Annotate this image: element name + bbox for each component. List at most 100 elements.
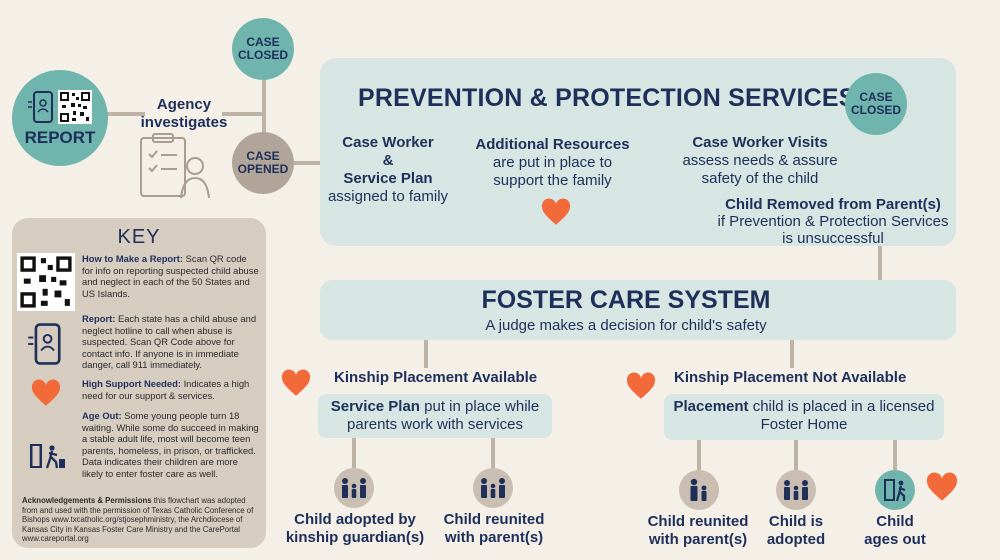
case-closed-right-line2: CLOSED <box>850 103 901 117</box>
key-report-how-bold: How to Make a Report: <box>82 253 184 264</box>
removed-desc-1: if Prevention & Protection Services <box>717 213 949 230</box>
prevention-title: PREVENTION & PROTECTION SERVICES <box>358 84 856 112</box>
key-report-bold: Report: <box>82 313 116 324</box>
key-title: KEY <box>117 226 161 248</box>
connector <box>491 438 495 468</box>
nonkinship-heading: Kinship Placement Not Available <box>674 369 907 386</box>
kinship-box-rest: put in place while <box>419 398 540 415</box>
key-ack-bold: Acknowledgements & Permissions <box>22 496 152 505</box>
resources-desc-1: are put in place to <box>492 154 613 171</box>
outcome-reunited-foster: Child reunited with parent(s) <box>636 513 760 549</box>
connector <box>790 340 794 368</box>
nonkinship-box-text: Placement child is placed in a licensed … <box>664 398 944 434</box>
kinship-box-bold: Service Plan <box>330 398 420 415</box>
key-report: Report: Each state has a child abuse and… <box>82 313 260 371</box>
case-closed-top[interactable]: CASE CLOSED <box>232 18 294 80</box>
heart-icon <box>31 379 61 406</box>
connector <box>878 246 882 280</box>
outcome-4-line2: adopted <box>766 531 826 548</box>
parent-child-icon <box>679 470 719 510</box>
heart-icon <box>281 369 311 396</box>
outcome-4-line1: Child is <box>768 513 824 530</box>
outcome-kinship-adopted: Child adopted by kinship guardian(s) <box>280 511 430 547</box>
case-worker-block: Case Worker & Service Plan assigned to f… <box>318 134 458 206</box>
report-node[interactable]: REPORT <box>12 70 108 166</box>
agency-line1: Agency <box>156 96 212 113</box>
resources-block: Additional Resources are put in place to… <box>470 136 635 190</box>
nonkinship-box-bold: Placement <box>673 398 749 415</box>
heart-icon <box>926 472 958 501</box>
kinship-box-line2: parents work with services <box>347 416 523 433</box>
phone-icon <box>28 323 61 365</box>
connector <box>105 112 145 116</box>
outcome-5-line2: ages out <box>864 531 926 548</box>
heart-icon <box>541 198 571 225</box>
visits-desc-2: safety of the child <box>701 170 819 187</box>
connector <box>222 112 266 116</box>
family-icon <box>776 470 816 510</box>
outcome-3-line2: with parent(s) <box>648 531 748 548</box>
nonkinship-box-line2: Foster Home <box>760 416 848 433</box>
key-support: High Support Needed: Indicates a high ne… <box>82 378 260 401</box>
removed-block: Child Removed from Parent(s) if Preventi… <box>706 196 960 247</box>
outcome-2-line2: with parent(s) <box>444 529 544 546</box>
connector <box>424 340 428 368</box>
connector <box>893 440 897 470</box>
case-opened[interactable]: CASE OPENED <box>232 132 294 194</box>
agency-line2: investigates <box>140 114 228 131</box>
outcome-2-line1: Child reunited <box>443 511 545 528</box>
service-plan-title: Service Plan <box>343 170 433 187</box>
outcome-ages-out: Child ages out <box>860 513 930 549</box>
key-ageout-text: Some young people turn 18 waiting. While… <box>82 410 259 479</box>
visits-block: Case Worker Visits assess needs & assure… <box>680 134 840 188</box>
removed-title: Child Removed from Parent(s) <box>725 196 941 213</box>
case-opened-line2: OPENED <box>237 162 289 176</box>
removed-desc-2: is unsuccessful <box>782 230 884 247</box>
nonkinship-box-rest: child is placed in a licensed <box>748 398 935 415</box>
family-icon <box>334 468 374 508</box>
exit-door-icon <box>30 444 65 469</box>
phone-icon <box>28 91 53 123</box>
resources-title: Additional Resources <box>475 136 630 153</box>
connector <box>794 440 798 470</box>
heart-icon <box>626 372 656 399</box>
case-worker-desc: assigned to family <box>327 188 449 205</box>
qr-code-icon <box>58 90 92 124</box>
connector <box>697 440 701 470</box>
key-report-how: How to Make a Report: Scan QR code for i… <box>82 253 260 299</box>
case-closed-top-line2: CLOSED <box>237 48 288 62</box>
outcome-3-line1: Child reunited <box>647 513 749 530</box>
outcome-5-line1: Child <box>876 513 914 530</box>
outcome-1-line2: kinship guardian(s) <box>285 529 425 546</box>
foster-panel <box>320 280 956 340</box>
qr-code-icon <box>17 253 75 311</box>
outcome-1-line1: Child adopted by <box>294 511 416 528</box>
foster-title: FOSTER CARE SYSTEM <box>481 286 771 314</box>
key-support-text: Indicates a high need for our support & … <box>82 378 250 401</box>
family-icon <box>473 468 513 508</box>
report-label: REPORT <box>24 128 96 147</box>
key-report-text: Each state has a child abuse and neglect… <box>82 313 257 371</box>
connector <box>262 78 266 144</box>
key-report-how-text: Scan QR code for info on reporting suspe… <box>82 253 259 299</box>
case-closed-top-line1: CASE <box>246 35 280 49</box>
case-worker-title: Case Worker <box>342 134 434 151</box>
kinship-box-text: Service Plan put in place while parents … <box>318 398 552 434</box>
resources-desc-2: support the family <box>493 172 612 189</box>
case-opened-line1: CASE <box>246 149 280 163</box>
nonkinship-box[interactable] <box>664 394 944 440</box>
key-ack-text: this flowchart was adopted from and used… <box>22 496 254 544</box>
kinship-box[interactable] <box>318 394 552 438</box>
key-ageout: Age Out: Some young people turn 18 waiti… <box>82 410 260 480</box>
outcome-reunited-kinship: Child reunited with parent(s) <box>432 511 556 547</box>
kinship-heading: Kinship Placement Available <box>334 369 538 386</box>
exit-door-icon <box>875 470 915 510</box>
case-worker-amp: & <box>382 152 394 169</box>
connector <box>352 438 356 468</box>
case-closed-right[interactable]: CASE CLOSED <box>845 73 907 135</box>
foster-subtitle: A judge makes a decision for child's saf… <box>485 317 767 334</box>
key-acknowledgements: Acknowledgements & Permissions this flow… <box>22 496 262 544</box>
visits-desc-1: assess needs & assure <box>682 152 838 169</box>
key-ageout-bold: Age Out: <box>82 410 122 421</box>
key-support-bold: High Support Needed: <box>82 378 181 389</box>
